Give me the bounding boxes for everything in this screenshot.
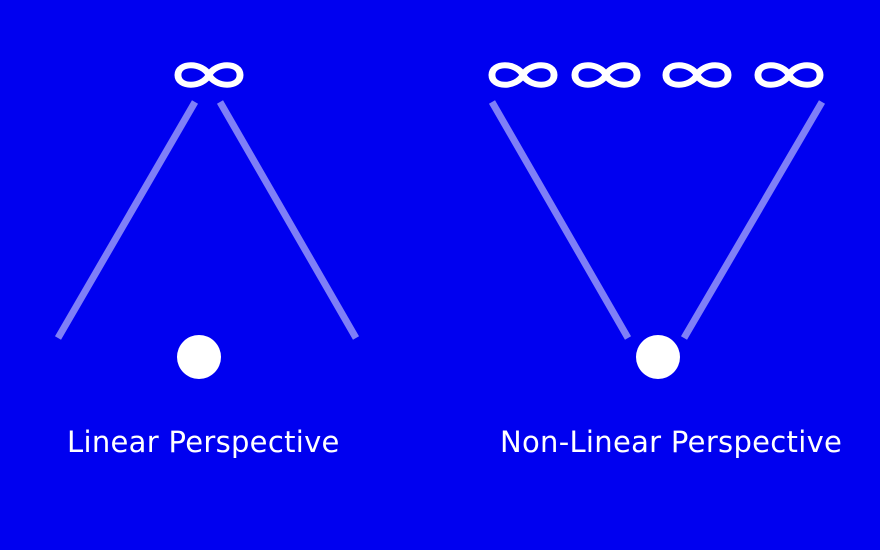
infinity-icon xyxy=(492,65,554,85)
non-linear-perspective-caption: Non-Linear Perspective xyxy=(500,425,843,459)
non-linear-sight-line xyxy=(488,100,632,340)
linear-sight-line xyxy=(216,100,360,340)
non-linear-perspective-group xyxy=(488,65,826,379)
linear-perspective-group xyxy=(54,65,360,379)
infinity-icon xyxy=(758,65,820,85)
linear-viewer-dot xyxy=(177,335,221,379)
non-linear-sight-line xyxy=(680,100,826,340)
infinity-icon xyxy=(178,65,240,85)
linear-perspective-caption: Linear Perspective xyxy=(67,425,340,459)
linear-sight-line xyxy=(54,100,199,340)
non-linear-viewer-dot xyxy=(636,335,680,379)
infinity-icon xyxy=(666,65,728,85)
infinity-icon xyxy=(575,65,637,85)
